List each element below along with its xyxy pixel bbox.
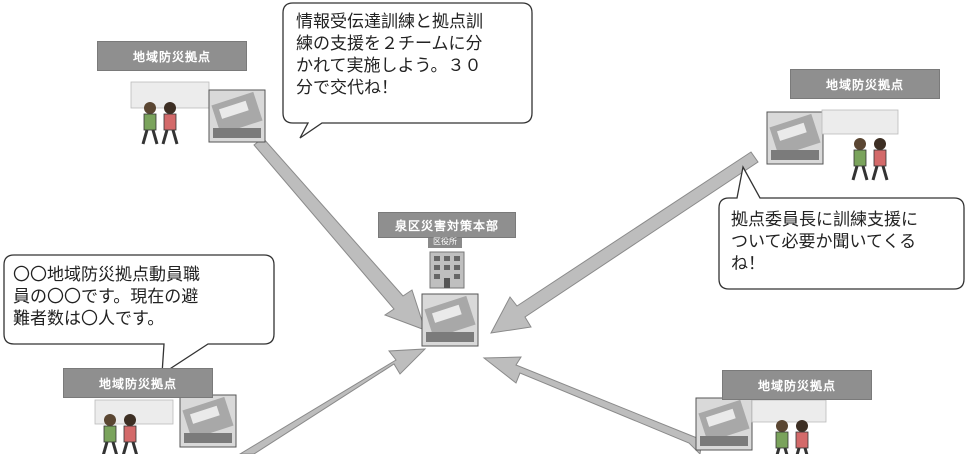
bubble-line: 〇〇地域防災拠点動員職 bbox=[13, 265, 200, 285]
bubble-line: かれて実施しよう。３０ bbox=[296, 56, 482, 76]
base-label-bottom-left: 地域防災拠点 bbox=[63, 368, 213, 398]
bubble-text-report: 〇〇地域防災拠点動員職 員の〇〇です。現在の避 難者数は〇人です。 bbox=[13, 264, 200, 330]
bubble-line: 拠点委員長に訓練支援に bbox=[731, 210, 918, 230]
bubble-line: 練の支援を２チームに分 bbox=[296, 34, 483, 54]
speech-bubble-visit-base bbox=[718, 165, 965, 290]
bubble-line: 情報受伝達訓練と拠点訓 bbox=[296, 12, 483, 32]
bubble-text-hq-instruction: 情報受伝達訓練と拠点訓 練の支援を２チームに分 かれて実施しよう。３０ 分で交代… bbox=[296, 11, 483, 99]
bubble-line: ついて必要か聞いてくる bbox=[731, 232, 917, 252]
base-label-top-left: 地域防災拠点 bbox=[97, 41, 247, 71]
people-icon-bottom-right bbox=[751, 399, 827, 454]
hq-fax-photo-icon bbox=[421, 293, 479, 347]
speech-bubble-hq-instruction bbox=[282, 2, 533, 139]
arrow-bottom-right-to-hq bbox=[482, 356, 703, 454]
hq-building-icon bbox=[428, 236, 465, 289]
people-icon-bottom-left bbox=[94, 399, 174, 454]
hq-label: 泉区災害対策本部 bbox=[378, 212, 516, 238]
fax-photo-icon-bottom-left bbox=[179, 394, 237, 448]
base-label-bottom-right: 地域防災拠点 bbox=[722, 370, 872, 400]
bubble-line: 員の〇〇です。現在の避 bbox=[13, 287, 199, 307]
fax-photo-icon-top-left bbox=[208, 89, 266, 143]
fax-photo-icon-top-right bbox=[766, 111, 824, 165]
base-label-top-right: 地域防災拠点 bbox=[790, 69, 940, 99]
bubble-text-visit-base: 拠点委員長に訓練支援に ついて必要か聞いてくる ね！ bbox=[731, 209, 918, 275]
fax-photo-icon-bottom-right bbox=[695, 397, 753, 451]
arrow-bottom-left-to-hq bbox=[239, 348, 427, 454]
speech-bubble-report bbox=[3, 254, 275, 376]
people-icon-top-right bbox=[821, 109, 899, 182]
bubble-line: 分で交代ね！ bbox=[296, 78, 398, 98]
arrow-top-left-to-hq bbox=[253, 137, 426, 331]
bubble-line: ね！ bbox=[731, 254, 765, 274]
hq-sign: 区役所 bbox=[433, 237, 457, 246]
bubble-line: 難者数は〇人です。 bbox=[13, 309, 165, 329]
people-icon-top-left bbox=[130, 81, 210, 146]
arrow-top-right-to-hq bbox=[490, 151, 759, 334]
